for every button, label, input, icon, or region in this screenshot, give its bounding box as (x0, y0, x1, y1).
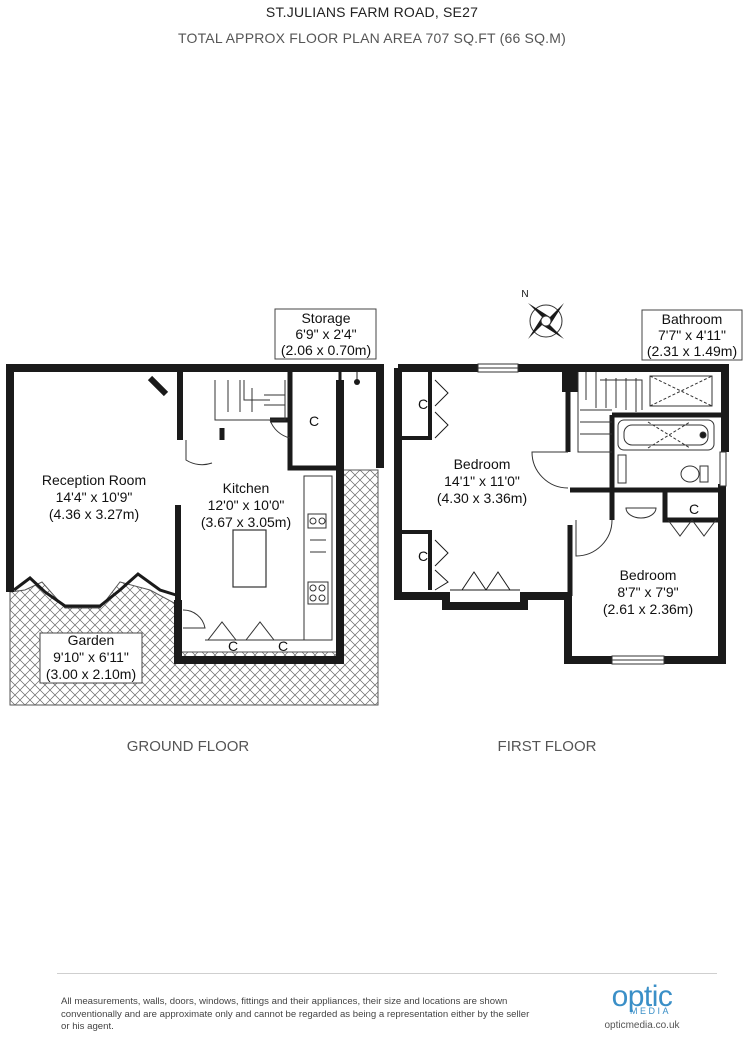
bathroom-name: Bathroom (662, 311, 723, 327)
kitchen-imperial: 12'0" x 10'0" (208, 497, 285, 513)
logo-subtitle: MEDIA (630, 1006, 672, 1016)
first-windows (477, 363, 727, 665)
cupboard-label: C (228, 638, 238, 654)
bedroom2-metric: (2.61 x 2.36m) (603, 601, 693, 617)
ground-floor-plan: Reception Room 14'4" x 10'9" (4.36 x 3.2… (6, 308, 384, 755)
reception-metric: (4.36 x 3.27m) (49, 506, 139, 522)
ground-outer-wall (6, 364, 384, 592)
fireplace (147, 375, 169, 397)
garden-name: Garden (68, 632, 115, 648)
cupboard-label: C (309, 413, 319, 429)
storage-fixture (354, 379, 360, 385)
kitchen-cupboards (205, 621, 305, 641)
kitchen-metric: (3.67 x 3.05m) (201, 514, 291, 530)
storage-metric: (2.06 x 0.70m) (281, 342, 371, 358)
first-floor-label: FIRST FLOOR (498, 738, 597, 755)
bedroom1-imperial: 14'1" x 11'0" (444, 473, 520, 489)
optic-media-logo: optic MEDIA opticmedia.co.uk (592, 980, 692, 1032)
chimney-breast (562, 372, 578, 392)
bathroom-imperial: 7'7" x 4'11" (658, 327, 726, 343)
bedroom2-imperial: 8'7" x 7'9" (617, 584, 678, 600)
bedroom-cupboards (402, 372, 520, 591)
first-floor-plan: N Bedroom 14'1" x 11'0" (4.30 x 3.36m) B… (394, 289, 743, 755)
bathroom-label-box (641, 309, 743, 361)
logo-url: opticmedia.co.uk (604, 1020, 680, 1031)
first-interior-wall (565, 380, 722, 596)
cupboard-label: C (689, 501, 699, 517)
kitchen-name: Kitchen (223, 480, 270, 496)
logo-wordmark: optic (611, 980, 673, 1013)
disclaimer-text: All measurements, walls, doors, windows,… (61, 996, 530, 1033)
kitchen-worktop (303, 475, 333, 641)
compass-north-label: N (521, 289, 528, 300)
bedroom1-metric: (4.30 x 3.36m) (437, 490, 527, 506)
cupboard-label: C (278, 638, 288, 654)
bathroom-metric: (2.31 x 1.49m) (647, 343, 737, 359)
ground-floor-label: GROUND FLOOR (127, 738, 250, 755)
cupboard-label: C (418, 396, 428, 412)
garden-label-box (39, 632, 143, 684)
cupboard-label: C (418, 548, 428, 564)
reception-imperial: 14'4" x 10'9" (56, 489, 133, 505)
reception-bay-window (13, 572, 177, 608)
reception-name: Reception Room (42, 472, 146, 488)
footer-divider (57, 973, 717, 974)
first-stairs (577, 372, 643, 453)
ground-stairs (214, 380, 286, 421)
compass-rose (528, 303, 564, 339)
storage-label-box (274, 308, 377, 360)
kitchen-outer-wall (174, 380, 344, 664)
storage-name: Storage (301, 310, 350, 326)
reception-kitchen-wall (175, 372, 183, 600)
garden-imperial: 9'10" x 6'11" (53, 649, 129, 665)
total-area-subtitle: TOTAL APPROX FLOOR PLAN AREA 707 SQ.FT (… (178, 30, 566, 46)
bedroom1-name: Bedroom (454, 456, 511, 472)
kitchen-island (232, 529, 267, 588)
bathroom-fixtures (617, 375, 715, 519)
first-doors (531, 451, 717, 557)
ground-doors (182, 419, 291, 629)
storage-imperial: 6'9" x 2'4" (295, 326, 356, 342)
bedroom2-name: Bedroom (620, 567, 677, 583)
address-title: ST.JULIANS FARM ROAD, SE27 (265, 4, 479, 20)
garden-metric: (3.00 x 2.10m) (46, 666, 136, 682)
